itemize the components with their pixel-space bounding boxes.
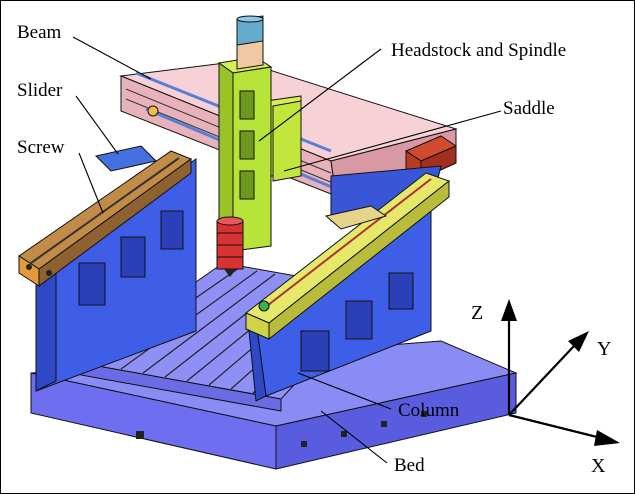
leader-screw (78, 152, 104, 214)
label-screw: Screw (17, 137, 65, 158)
left-column (35, 158, 197, 392)
coordinate-axes (501, 299, 620, 446)
leader-column (297, 372, 392, 410)
column-pocket (388, 272, 414, 310)
y-axis-line (508, 345, 575, 416)
column-pocket (160, 210, 184, 250)
label-headstock: Headstock and Spindle (391, 40, 567, 61)
axis-label-z: Z (471, 302, 484, 324)
column-pocket (120, 236, 146, 278)
column-pocket (300, 330, 330, 372)
bed-slot (136, 431, 144, 439)
lead-screw (30, 157, 180, 264)
bed-front-right (275, 372, 517, 470)
leader-beam (72, 36, 152, 80)
right-slider (324, 205, 388, 230)
leader-saddle (283, 110, 502, 172)
column-pocket (78, 262, 106, 306)
headstock-window (239, 90, 255, 120)
bearing-icon (258, 300, 270, 312)
label-beam: Beam (17, 22, 62, 43)
z-arrow-icon (501, 299, 517, 321)
x-axis-line (508, 413, 602, 440)
left-slider (95, 145, 157, 172)
saddle (272, 100, 302, 182)
lead-screw (262, 178, 432, 310)
left-guide-screw (18, 150, 193, 287)
axis-label-x: X (591, 455, 606, 477)
leader-bed (320, 410, 388, 464)
x-arrow-icon (594, 430, 620, 446)
y-arrow-icon (568, 331, 589, 352)
headstock-window (239, 130, 255, 160)
leader-headstock (258, 48, 382, 142)
bolt-icon (26, 264, 32, 270)
leader-lines (72, 36, 502, 464)
column-pocket (345, 300, 373, 340)
label-slider: Slider (17, 80, 63, 101)
label-bed: Bed (394, 455, 425, 476)
label-column: Column (398, 400, 460, 421)
leader-slider (75, 95, 119, 155)
label-saddle: Saddle (503, 98, 555, 119)
right-guide-rail (245, 172, 451, 341)
bed-bolt (421, 411, 427, 417)
bearing-icon (147, 105, 159, 117)
bed-bolt (381, 421, 387, 427)
axis-label-y: Y (597, 338, 612, 360)
bed-bolt (341, 431, 347, 437)
bolt-icon (46, 270, 52, 276)
headstock-window (239, 170, 255, 200)
bed-bolt (301, 441, 307, 447)
spindle (216, 216, 244, 277)
